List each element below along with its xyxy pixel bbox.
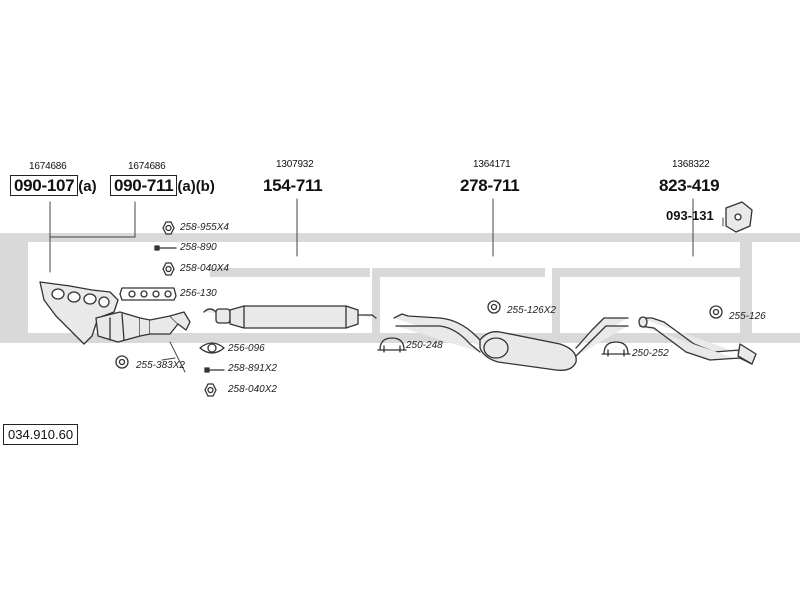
part-number-bracket[interactable]: 093-131 [666, 208, 714, 223]
leader-lines [49, 198, 724, 373]
accessory-label[interactable]: 255-383X2 [136, 360, 185, 371]
stripe-divider-1 [372, 268, 380, 343]
stripe-mid-2 [375, 268, 545, 277]
stripe-bottom [0, 333, 800, 343]
flange-gasket-icon [199, 342, 225, 354]
hanger-bracket-part [725, 201, 753, 233]
accessory-label[interactable]: 258-890 [180, 242, 217, 253]
rear-silencer-part [393, 313, 629, 371]
accessory-label[interactable]: 250-252 [632, 348, 669, 359]
oe-number: 1674686 [128, 161, 166, 172]
accessory-label[interactable]: 256-130 [180, 288, 217, 299]
nut-icon [204, 383, 217, 397]
stripe-mid-3 [560, 268, 740, 277]
nut-icon [162, 262, 175, 276]
accessory-label[interactable]: 256-096 [228, 343, 265, 354]
stripe-right [740, 233, 752, 343]
part-label-group: 090-107(a) [10, 175, 97, 196]
manifold-gasket-icon [119, 287, 177, 301]
bolt-icon [154, 245, 177, 251]
accessory-label[interactable]: 258-955X4 [180, 222, 229, 233]
tailpipe-part [638, 316, 757, 365]
part-label-group: 090-711(a)(b) [110, 175, 215, 196]
clamp-icon [377, 337, 407, 353]
reference-number: 034.910.60 [3, 424, 79, 445]
oe-number: 1364171 [473, 159, 511, 170]
accessory-label[interactable]: 250-248 [406, 340, 443, 351]
oe-number: 1674686 [29, 161, 67, 172]
part-number[interactable]: 823-419 [659, 176, 720, 195]
oe-number: 1368322 [672, 159, 710, 170]
stripe-left [0, 233, 28, 343]
oe-number: 1307932 [276, 159, 314, 170]
part-number[interactable]: 278-711 [460, 176, 520, 195]
part-number[interactable]: 090-711 [110, 175, 178, 196]
stripe-mid-1 [210, 268, 370, 277]
accessory-label[interactable]: 255-126X2 [507, 305, 556, 316]
stripe-divider-2 [552, 268, 560, 343]
accessory-label[interactable]: 258-040X4 [180, 263, 229, 274]
bolt-icon [204, 367, 225, 373]
accessory-label[interactable]: 258-040X2 [228, 384, 277, 395]
accessory-label[interactable]: 255-126 [729, 311, 766, 322]
part-number[interactable]: 090-107 [10, 175, 79, 196]
rubber-mount-icon [487, 300, 501, 314]
manifold-catalyst-part [39, 281, 191, 345]
part-suffix: (a)(b) [177, 178, 215, 195]
centre-silencer-part [203, 305, 377, 329]
part-suffix: (a) [78, 178, 97, 195]
stripe-top [0, 233, 800, 242]
rubber-mount-icon [709, 305, 723, 319]
clamp-icon [601, 341, 631, 357]
part-number[interactable]: 154-711 [263, 176, 323, 195]
nut-icon [162, 221, 175, 235]
rubber-mount-icon [115, 355, 129, 369]
accessory-label[interactable]: 258-891X2 [228, 363, 277, 374]
